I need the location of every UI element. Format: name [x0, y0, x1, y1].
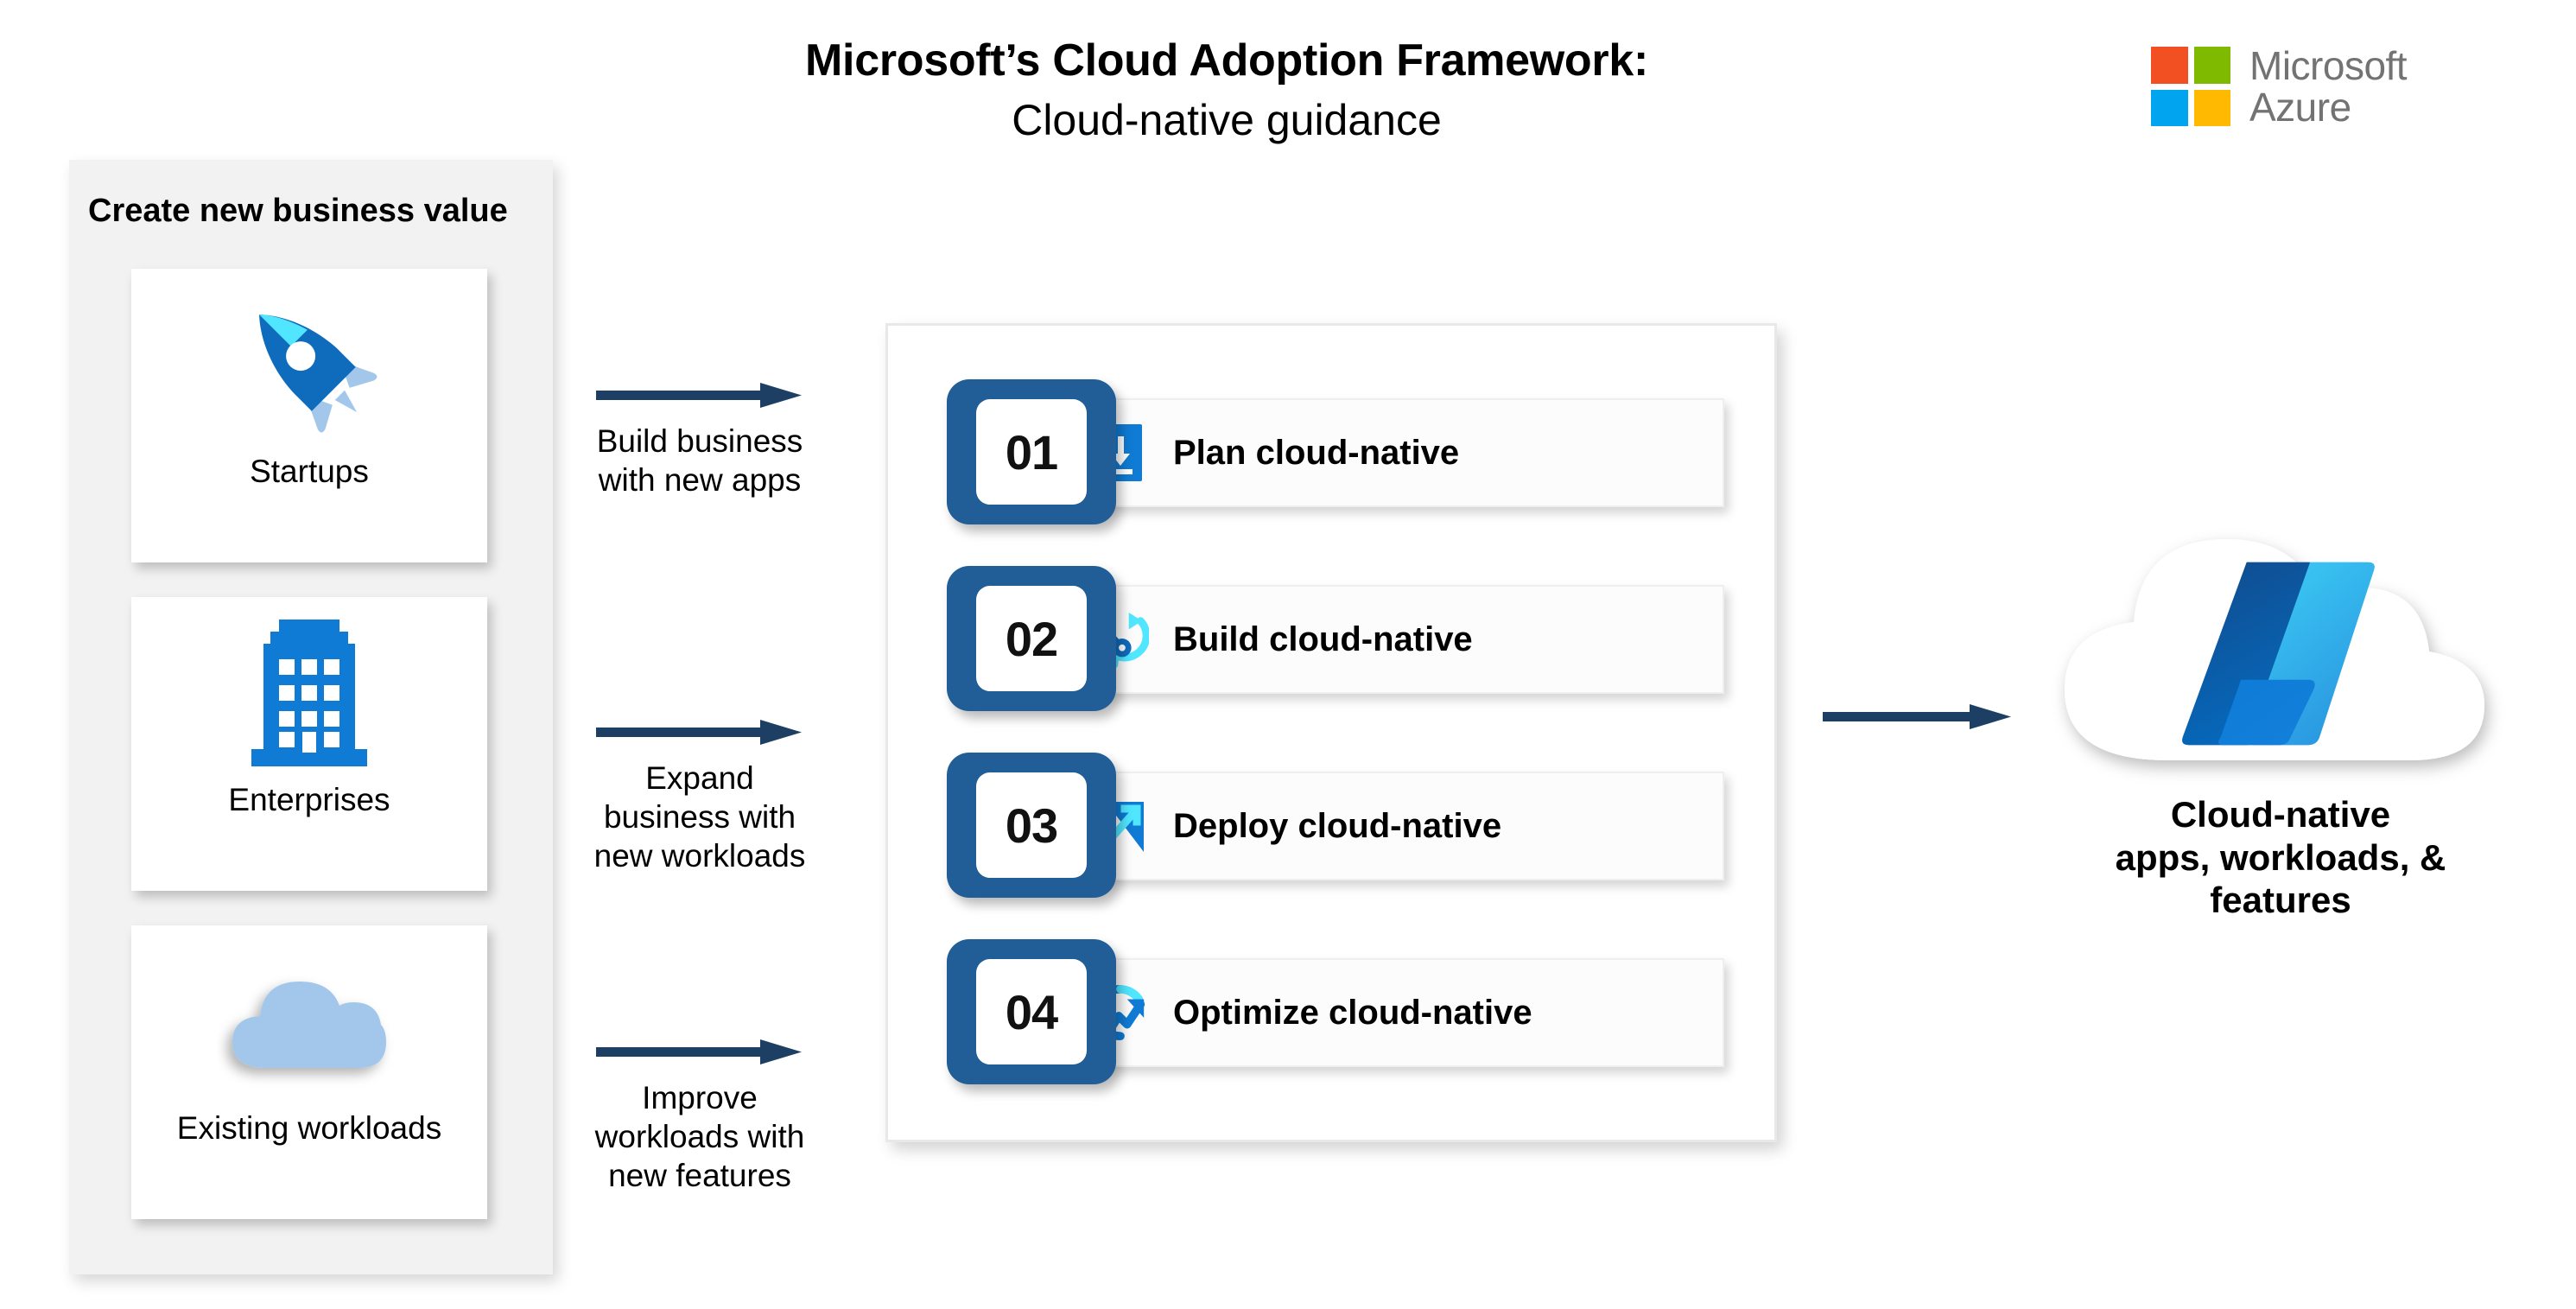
step-row-deploy[interactable]: Deploy cloud-native 03 [947, 753, 1724, 899]
azure-cloud-logo [2065, 539, 2484, 760]
microsoft-square-red [2151, 47, 2188, 84]
left-panel-heading: Create new business value [88, 193, 508, 229]
step-badge-01: 01 [947, 379, 1116, 524]
outcome-block: Cloud-native apps, workloads, & features [2030, 510, 2531, 922]
step-badge-04: 04 [947, 939, 1116, 1084]
flow-step-improve-workloads: Improve workloads with new features [570, 1037, 829, 1195]
step-badge-02: 02 [947, 566, 1116, 711]
step-number-03: 03 [1005, 797, 1058, 853]
brand-wordmark-azure: Azure [2249, 85, 2351, 130]
flow-label-expand-business: Expand business with new workloads [570, 759, 829, 875]
segment-label-existing-workloads: Existing workloads [176, 1110, 442, 1146]
step-label-plan: Plan cloud-native [1173, 433, 1460, 472]
step-label-deploy: Deploy cloud-native [1173, 806, 1502, 845]
flow-label-improve-workloads: Improve workloads with new features [570, 1078, 829, 1195]
step-badge-inner-04: 04 [976, 959, 1087, 1064]
step-card-optimize[interactable]: Optimize cloud-native [1059, 958, 1724, 1067]
right-arrow-icon [596, 1039, 802, 1064]
step-card-deploy[interactable]: Deploy cloud-native [1059, 772, 1724, 880]
flow-label-line-1: Improve [642, 1080, 758, 1115]
step-row-plan[interactable]: Plan cloud-native 01 [947, 379, 1724, 526]
step-number-04: 04 [1005, 984, 1058, 1039]
outcome-caption: Cloud-native apps, workloads, & features [2030, 793, 2531, 922]
step-row-optimize[interactable]: Optimize cloud-native 04 [947, 939, 1724, 1086]
brand-wordmark-microsoft: Microsoft [2249, 43, 2408, 88]
flow-label-line-1: Expand [645, 760, 754, 796]
right-arrow-icon [596, 720, 802, 745]
microsoft-square-green [2193, 47, 2230, 84]
step-card-plan[interactable]: Plan cloud-native [1059, 398, 1724, 507]
flow-label-line-3: new workloads [593, 838, 806, 874]
right-arrow-icon [596, 383, 802, 408]
segment-card-startups[interactable]: Startups [131, 269, 487, 562]
segment-label-startups: Startups [250, 454, 369, 489]
segment-label-enterprises: Enterprises [228, 782, 390, 817]
right-arrow-icon-outcome [1823, 704, 2011, 729]
flow-label-line-2: workloads with [594, 1119, 805, 1155]
flow-label-line-3: new features [608, 1158, 791, 1194]
step-row-build[interactable]: Build cloud-native 02 [947, 566, 1724, 713]
flow-label-build-business: Build business with new apps [570, 422, 829, 499]
flow-label-line-2: business with [603, 799, 796, 836]
flow-step-build-business: Build business with new apps [570, 380, 829, 499]
outcome-caption-line-2: apps, workloads, & [2115, 836, 2446, 878]
microsoft-squares-icon [2151, 47, 2230, 127]
page-title: Microsoft’s Cloud Adoption Framework: Cl… [657, 35, 1797, 146]
rocket-icon [223, 276, 396, 453]
outcome-caption-line-1: Cloud-native [2170, 794, 2391, 835]
title-main-line: Microsoft’s Cloud Adoption Framework: [805, 35, 1648, 86]
step-card-build[interactable]: Build cloud-native [1059, 585, 1724, 694]
step-number-02: 02 [1005, 611, 1058, 666]
step-label-optimize: Optimize cloud-native [1173, 993, 1532, 1032]
cloud-icon [217, 932, 403, 1109]
microsoft-azure-logo: Microsoft Azure [2151, 43, 2408, 130]
segment-card-enterprises[interactable]: Enterprises [131, 597, 487, 891]
segment-card-existing-workloads[interactable]: Existing workloads [131, 925, 487, 1219]
step-badge-inner-03: 03 [976, 772, 1087, 878]
create-new-business-value-panel: Create new business value [69, 160, 553, 1274]
outcome-caption-line-3: features [2210, 880, 2351, 921]
step-badge-inner-02: 02 [976, 586, 1087, 691]
flow-label-line-1: Build business [596, 423, 803, 459]
brand-wordmark: Microsoft Azure [2249, 43, 2408, 130]
step-number-01: 01 [1005, 424, 1058, 480]
title-subtitle-line: Cloud-native guidance [1012, 96, 1442, 145]
cloud-native-steps-panel: Plan cloud-native 01 [885, 323, 1777, 1142]
step-badge-03: 03 [947, 753, 1116, 898]
step-label-build: Build cloud-native [1173, 620, 1473, 658]
microsoft-square-yellow [2193, 89, 2230, 127]
flow-step-expand-business: Expand business with new workloads [570, 717, 829, 875]
microsoft-square-blue [2151, 89, 2188, 127]
step-badge-inner-01: 01 [976, 399, 1087, 505]
office-building-icon [236, 604, 383, 781]
flow-label-line-2: with new apps [598, 462, 802, 499]
